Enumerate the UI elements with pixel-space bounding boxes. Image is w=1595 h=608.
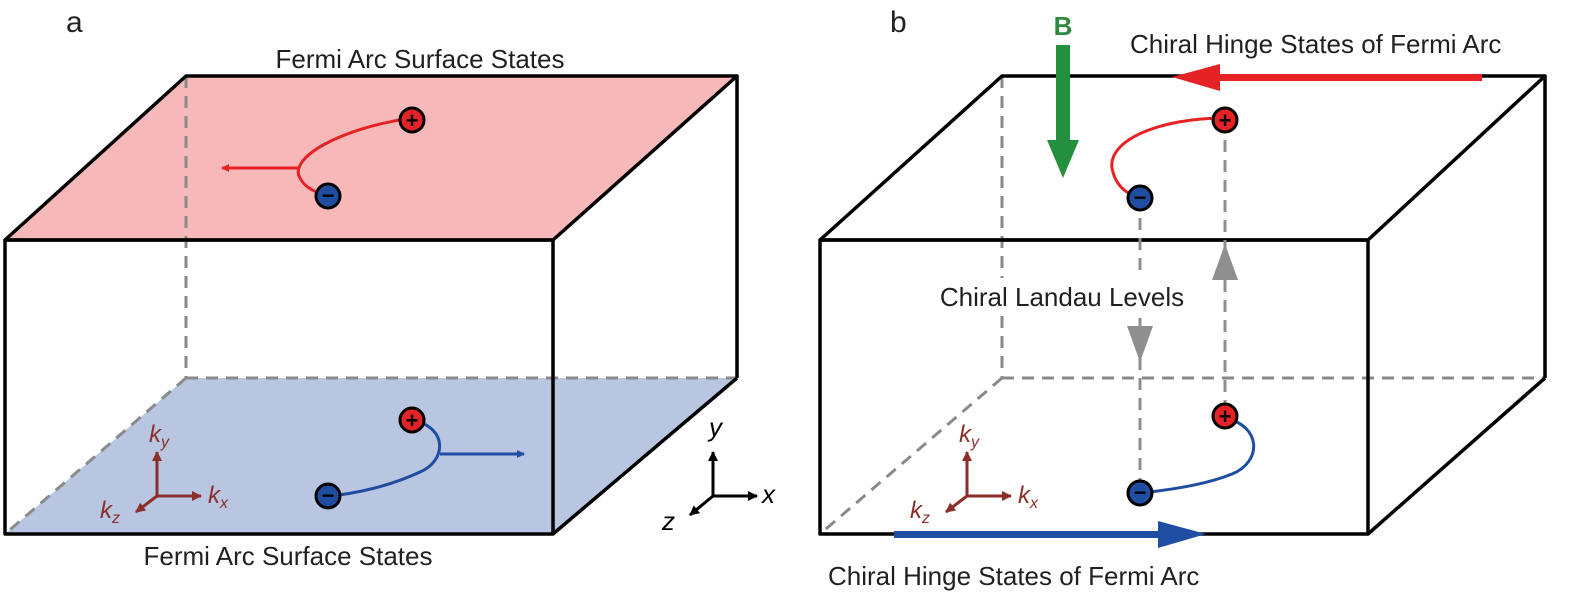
kz-label: kz <box>100 497 120 527</box>
svg-text:−: − <box>322 183 335 208</box>
weyl-point-positive: + <box>398 406 426 434</box>
b-field-arrow-shaft <box>1056 45 1070 145</box>
panel-b-label: b <box>890 6 907 39</box>
k-axes: ky kx kz <box>100 421 229 527</box>
landau-up-arrow <box>1212 244 1238 280</box>
svg-text:+: + <box>406 108 419 133</box>
weyl-point-negative: − <box>1126 184 1154 212</box>
hidden-edges-a <box>4 76 737 536</box>
weyl-point-negative: − <box>314 482 342 510</box>
kz-label: kz <box>910 497 930 527</box>
bottom-fermi-arc <box>327 418 442 498</box>
ky-label: ky <box>149 421 170 451</box>
panel-b: b Chiral Landau Levels B Chiral Hinge St <box>818 6 1547 591</box>
kx-label: kx <box>208 482 229 512</box>
panel-a: a Fermi Arc Surface States Fermi Arc Sur… <box>3 6 739 571</box>
bottom-hinge-arrow-head <box>1158 521 1206 548</box>
svg-text:−: − <box>1134 185 1147 210</box>
weyl-point-negative: − <box>314 182 342 210</box>
svg-text:+: + <box>406 408 419 433</box>
top-surface-label: Fermi Arc Surface States <box>276 44 565 74</box>
top-hinge-label: Chiral Hinge States of Fermi Arc <box>1130 29 1501 59</box>
box-edges-a <box>3 74 739 536</box>
weyl-point-positive: + <box>1211 402 1239 430</box>
weyl-point-negative: − <box>1126 479 1154 507</box>
weyl-point-positive: + <box>1211 106 1239 134</box>
top-fermi-arc-b <box>1110 116 1226 200</box>
z-axis-label: z <box>661 506 675 536</box>
x-axis-label: x <box>760 479 776 509</box>
top-fermi-arc <box>296 116 413 198</box>
svg-text:+: + <box>1219 108 1232 133</box>
panel-a-label: a <box>66 6 83 39</box>
real-space-axes: y x z <box>661 412 776 536</box>
landau-label: Chiral Landau Levels <box>940 282 1184 312</box>
bottom-hinge-arrow-shaft <box>894 531 1162 538</box>
top-hinge-arrow-shaft <box>1215 74 1482 81</box>
y-axis-label: y <box>707 412 724 442</box>
b-field-label: B <box>1054 11 1073 41</box>
hidden-edges-b <box>819 76 1545 536</box>
top-surface <box>5 76 737 240</box>
svg-text:−: − <box>1134 480 1147 505</box>
top-hinge-arrow-head <box>1172 64 1220 91</box>
landau-down-arrow <box>1127 326 1153 362</box>
svg-text:+: + <box>1219 404 1232 429</box>
ky-label: ky <box>959 421 980 451</box>
svg-text:−: − <box>322 483 335 508</box>
bottom-hinge-label: Chiral Hinge States of Fermi Arc <box>828 561 1199 591</box>
weyl-point-positive: + <box>398 106 426 134</box>
k-axes-b: ky kx kz <box>910 421 1039 527</box>
bottom-fermi-arc-b <box>1139 416 1256 495</box>
kx-label: kx <box>1018 482 1039 512</box>
bottom-surface-label: Fermi Arc Surface States <box>144 541 433 571</box>
b-field-arrow-head <box>1047 140 1079 178</box>
